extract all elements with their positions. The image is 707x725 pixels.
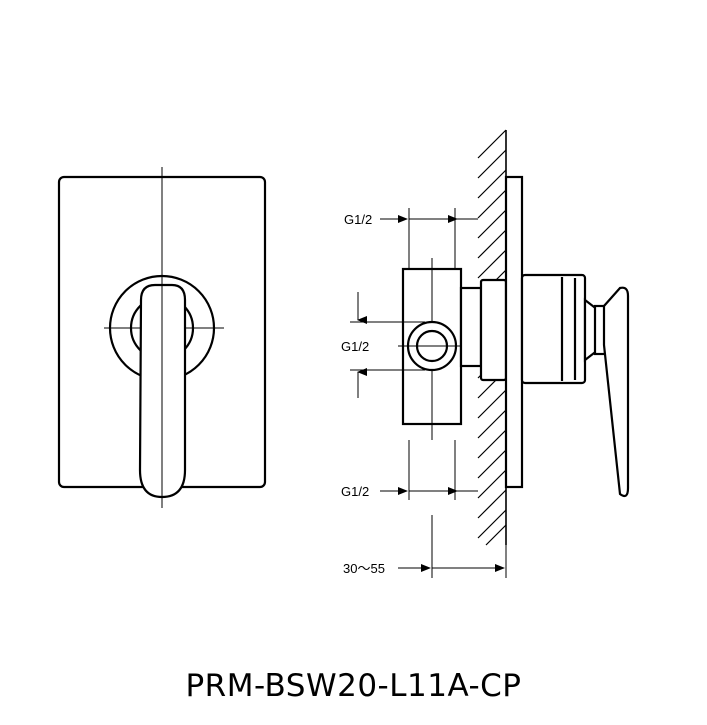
cover-plate-side [504,175,524,489]
dimension-label-middle: G1/2 [341,339,369,354]
wall-hatching [477,129,507,546]
dimension-label-top: G1/2 [344,212,372,227]
model-number: PRM-BSW20-L11A-CP [185,668,522,704]
dimension-label-depth: 30～55 [343,561,385,576]
lever-handle-side [602,286,630,498]
dimension-label-bottom: G1/2 [341,484,369,499]
valve-stem-housing [479,278,508,382]
valve-neck [459,286,483,368]
dimension-lines [350,208,507,578]
side-view [398,129,630,546]
front-view [57,167,267,508]
